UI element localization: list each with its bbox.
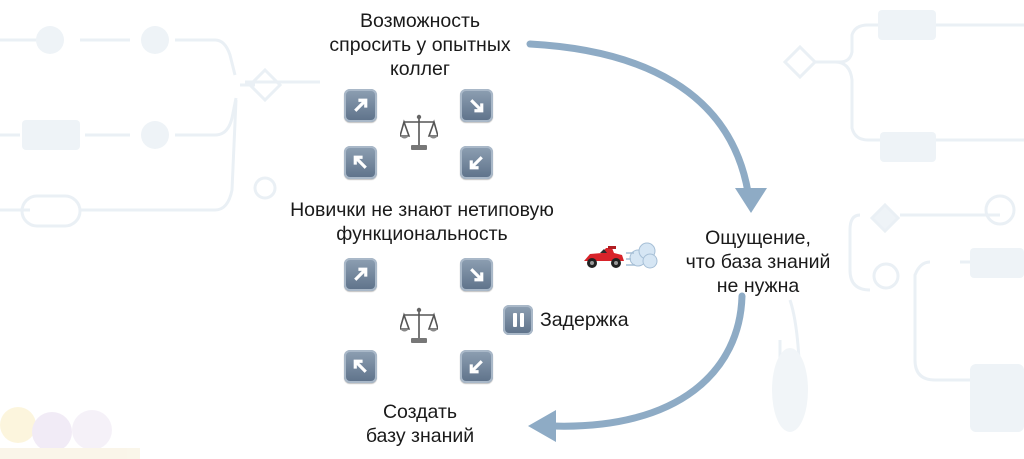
arrow-down-right-icon: [460, 258, 493, 291]
balance-scale-icon: [400, 307, 438, 343]
node-feeling-line-2: что база знаний: [685, 251, 831, 273]
arrow-down-right-icon: [460, 89, 493, 122]
delay-label: Задержка: [540, 309, 629, 331]
arrow-up-left-icon: [344, 146, 377, 179]
arrow-up-right-icon: [344, 258, 377, 291]
arrow-down-left-icon: [460, 146, 493, 179]
node-create-kb-line-1: Создать: [382, 401, 458, 423]
race-car-icon: [584, 246, 624, 268]
balance-scale-icon: [400, 114, 438, 150]
node-ask-colleagues: Возможность спросить у опытных коллег: [300, 9, 540, 81]
node-ask-colleagues-line-3: коллег: [390, 58, 450, 80]
arrow-up-right-icon: [344, 89, 377, 122]
node-feeling-line-3: не нужна: [716, 275, 800, 297]
node-newcomers-line-2: функциональность: [336, 223, 508, 245]
pause-icon: [503, 305, 533, 335]
node-ask-colleagues-line-2: спросить у опытных: [329, 34, 511, 56]
node-ask-colleagues-line-1: Возможность: [359, 10, 481, 32]
node-create-kb: Создать базу знаний: [330, 400, 510, 448]
node-newcomers-line-1: Новички не знают нетиповую: [290, 199, 554, 221]
arrow-up-left-icon: [344, 350, 377, 383]
node-feeling: Ощущение, что база знаний не нужна: [668, 226, 848, 298]
dash-cloud-icon: [626, 242, 658, 269]
node-create-kb-line-2: базу знаний: [365, 425, 475, 447]
node-feeling-line-1: Ощущение,: [705, 227, 811, 249]
node-newcomers: Новички не знают нетиповую функционально…: [262, 198, 582, 246]
arrow-down-left-icon: [460, 350, 493, 383]
